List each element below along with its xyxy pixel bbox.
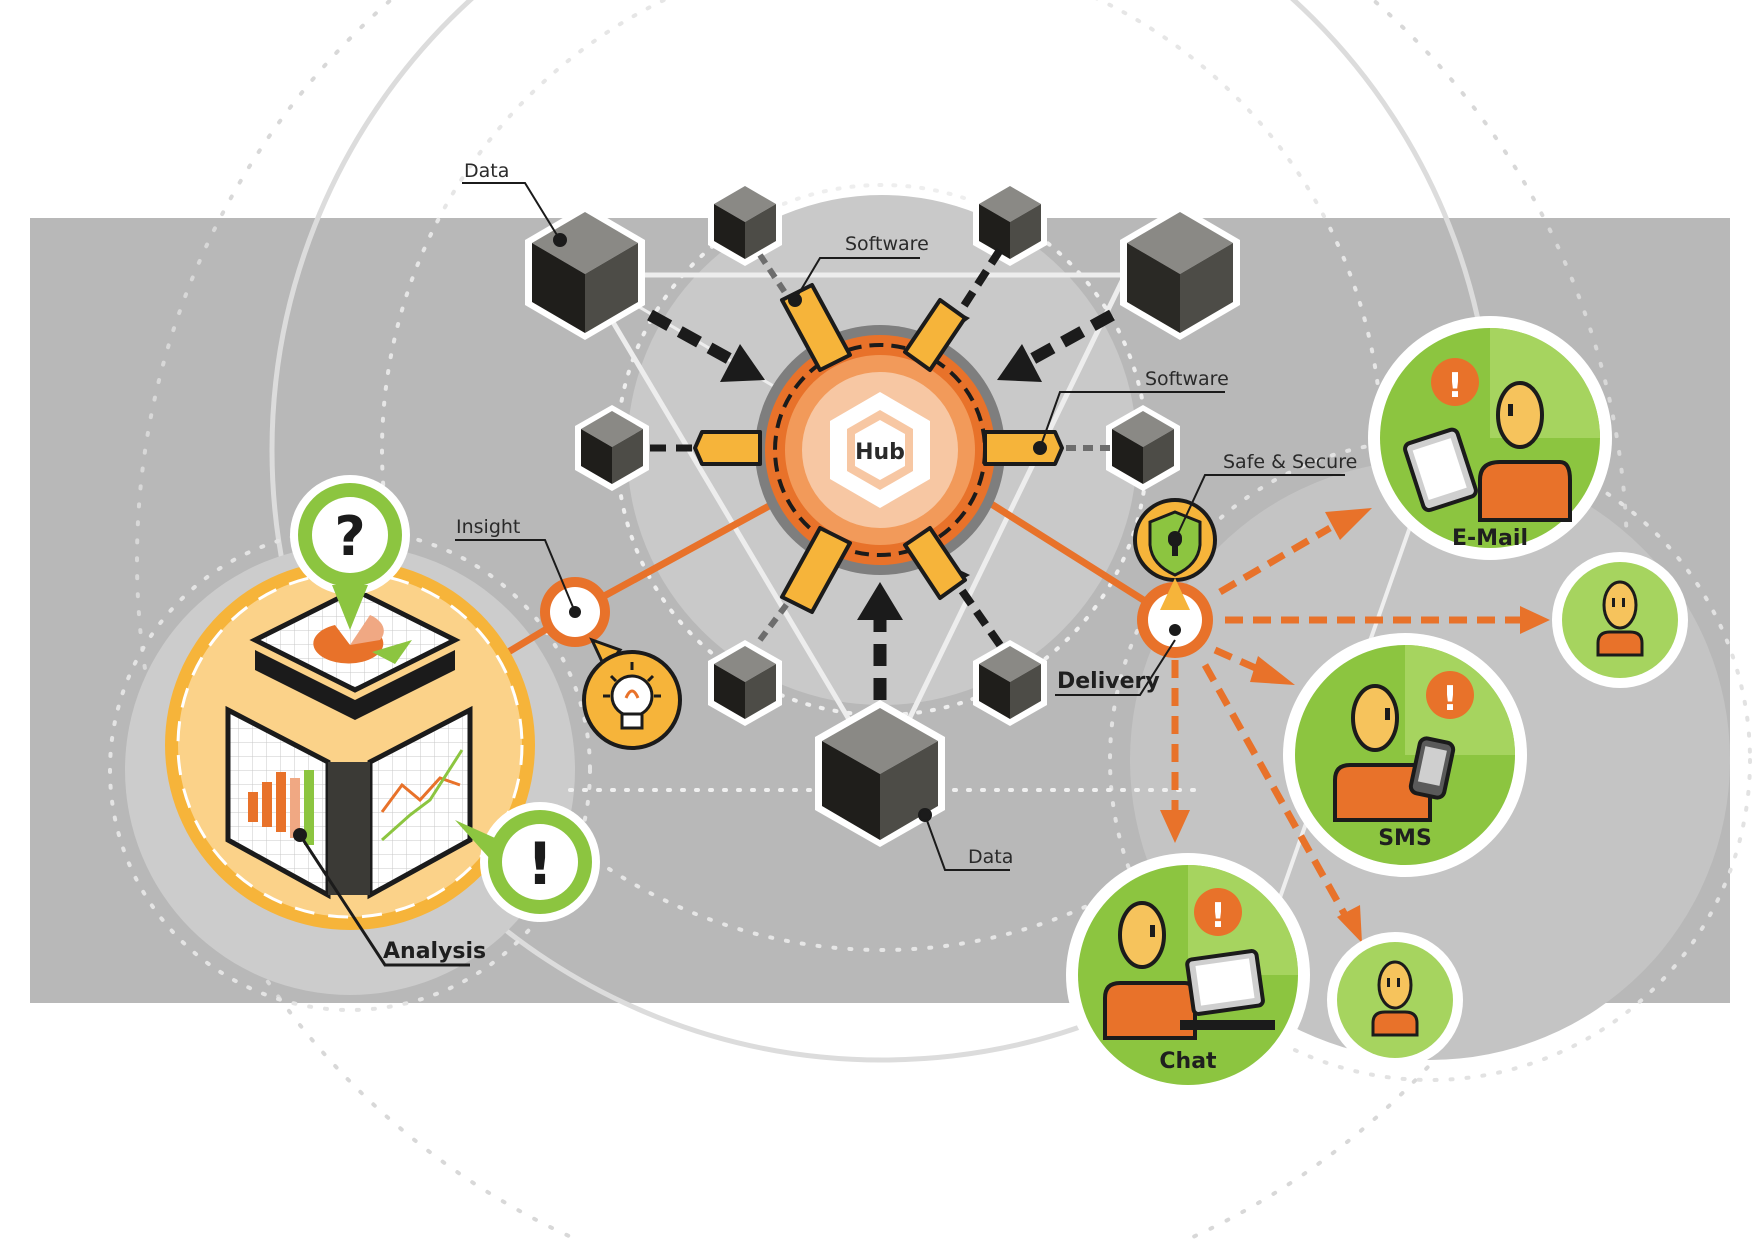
callout-lines	[455, 182, 1345, 871]
question-symbol: ?	[334, 505, 365, 568]
data-cube-icon	[708, 640, 782, 726]
data-flow-arrows	[647, 247, 1115, 700]
data-cube-icon	[708, 180, 782, 266]
data-cube-icon	[1106, 405, 1180, 491]
data-cube-icon	[815, 700, 945, 847]
channel-chat-label: Chat	[1159, 1049, 1217, 1074]
alert-icon	[1426, 671, 1474, 719]
software-connector-icon	[693, 283, 1064, 614]
label-data-top: Data	[464, 160, 509, 182]
hub-label: Hub	[855, 440, 905, 465]
svg-text:!: !	[1210, 896, 1226, 936]
exclamation-bubble-icon: !	[455, 802, 600, 922]
data-cube-icon	[1120, 205, 1240, 340]
channel-chat: ! Chat	[1066, 853, 1310, 1097]
phone-icon	[1408, 736, 1456, 800]
svg-text:!: !	[1442, 679, 1458, 719]
label-software-right: Software	[1145, 368, 1229, 390]
lightbulb-icon	[582, 650, 682, 750]
small-connectors	[757, 253, 1110, 642]
channel-email-label: E-Mail	[1452, 526, 1528, 551]
label-analysis: Analysis	[383, 939, 486, 964]
person-icon	[1478, 381, 1572, 522]
label-insight: Insight	[456, 516, 520, 538]
hub-icon: Hub	[755, 325, 1005, 575]
recipient-person-icon	[1327, 932, 1463, 1068]
channel-sms-label: SMS	[1378, 826, 1432, 851]
label-software-top: Software	[845, 233, 929, 255]
label-data-bottom: Data	[968, 846, 1013, 868]
tablet-icon	[1403, 427, 1478, 513]
label-safe-secure: Safe & Secure	[1223, 451, 1357, 473]
question-bubble-icon: ?	[290, 475, 410, 630]
channel-sms: ! SMS	[1283, 633, 1527, 877]
exclamation-symbol: !	[527, 830, 553, 898]
recipient-person-icon	[1552, 552, 1688, 688]
laptop-icon	[1180, 949, 1275, 1030]
alert-icon	[1431, 358, 1479, 406]
analysis-cube-icon	[165, 560, 535, 930]
delivery-node	[1137, 582, 1213, 658]
svg-text:!: !	[1447, 366, 1463, 406]
data-cube-icon	[973, 640, 1047, 726]
alert-icon	[1194, 888, 1242, 936]
data-cube-icon	[575, 405, 649, 491]
delivery-arrows	[1171, 524, 1520, 917]
data-cube-icon	[973, 180, 1047, 266]
channel-email: ! E-Mail	[1368, 316, 1612, 560]
person-icon	[1103, 901, 1197, 1040]
label-delivery: Delivery	[1057, 669, 1160, 694]
